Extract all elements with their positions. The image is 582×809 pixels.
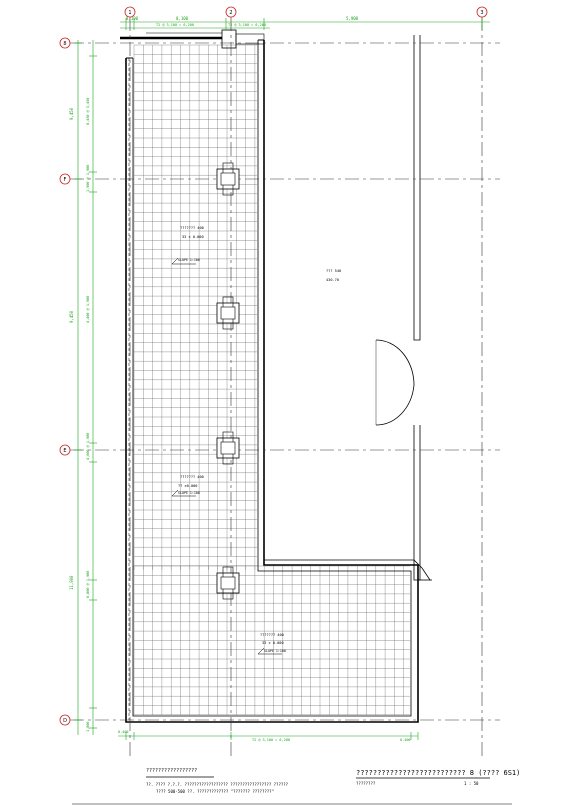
dim-top-3: 5,900 [346, 16, 359, 21]
svg-text:1: 1 [128, 10, 131, 16]
grid-bubble-top-3: 3 [476, 6, 488, 18]
svg-text:??????? 400: ??????? 400 [180, 475, 204, 479]
floor-tile-grid [133, 44, 410, 715]
grid-bubble-left-8: 8 [59, 37, 71, 49]
footer-left-title: ????????????????? [146, 768, 198, 774]
footer-left-line1: ??. ???? ?.?.?. ?????????????????? ?????… [146, 782, 289, 787]
svg-text:F: F [64, 177, 67, 183]
grid-axes [70, 17, 500, 760]
svg-text:33 ± 0.000: 33 ± 0.000 [262, 641, 284, 645]
dim-top-5: T2 @ 3,100 = 6,200 [228, 23, 266, 27]
svg-text:430.70: 430.70 [326, 278, 339, 282]
room-label-lower: ??????? 400 33 ± 0.000 SLOPE 1:100 [257, 633, 286, 655]
room-label-middle-left: ??????? 400 ?? ±0.000 SLOPE 1:100 [171, 475, 204, 497]
dim-left-3: 9,450 [69, 310, 74, 323]
svg-text:??????? 400: ??????? 400 [180, 226, 204, 230]
svg-text:??? 540: ??? 540 [326, 269, 341, 273]
svg-text:3: 3 [480, 10, 483, 16]
footer-scale: 1 : 50 [464, 781, 479, 786]
svg-text:2: 2 [229, 10, 232, 16]
grid-bubble-top-1: 1 [124, 6, 136, 18]
dim-left-6: 1,900 @ 1,900 [86, 165, 90, 192]
dim-bottom-1: T2 @ 3,100 = 6,200 [252, 738, 290, 742]
dim-left-7: 4,600 @ 1,900 [86, 433, 90, 460]
svg-text:8: 8 [63, 41, 66, 47]
svg-text:E: E [63, 448, 66, 454]
grid-bubble-left-f: F [59, 173, 71, 185]
footer-right-title: ?????????????????????????? 8 (???? 6S1) [356, 769, 521, 777]
svg-text:?? ±0.000: ?? ±0.000 [178, 484, 197, 488]
svg-text:SLOPE 1:100: SLOPE 1:100 [178, 491, 200, 495]
grid-bubble-top-2: 2 [225, 6, 237, 18]
dim-top-1: 8,100 [126, 16, 139, 21]
svg-text:SLOPE 1:100: SLOPE 1:100 [264, 649, 286, 653]
outer-walls [125, 39, 419, 723]
dim-left-4: 4,400 @ 1,900 [86, 296, 90, 323]
dim-bottom-3: 0,400 [400, 738, 411, 742]
footer-left-line2: ???? 500-500 ??. ????????????? "??????? … [156, 789, 275, 794]
svg-text:??????? 400: ??????? 400 [260, 633, 284, 637]
dim-left-2: 8,450 @ 3,450 [86, 98, 90, 125]
footer-right-sub: ???????? [356, 781, 376, 786]
dim-left-5: 11,900 [69, 575, 74, 590]
svg-text:D: D [63, 718, 67, 724]
svg-text:33 ± 0.000: 33 ± 0.000 [182, 235, 204, 239]
right-room-walls [264, 35, 432, 581]
dim-bottom-2: 0,400 [118, 730, 129, 734]
top-wall-piece [120, 29, 265, 49]
room-label-right: ??? 540 430.70 [326, 269, 341, 282]
dim-left-9: 1,800 [86, 721, 90, 732]
room-label-upper-left: ??????? 400 33 ± 0.000 SLOPE 1:100 [171, 226, 204, 265]
dim-top-4: T2 @ 3,100 = 6,200 [156, 23, 194, 27]
double-door [375, 339, 415, 426]
grid-bubble-left-d: D [59, 714, 71, 726]
dim-top-2: 8,100 [176, 16, 189, 21]
structural-columns [216, 162, 240, 600]
grid-bubble-left-e: E [59, 444, 71, 456]
svg-text:SLOPE 1:100: SLOPE 1:100 [178, 258, 200, 262]
dim-left-8: 6,000 @ 1,900 [86, 571, 90, 598]
dim-left-1: 9,450 [69, 107, 74, 120]
dimension-lines [74, 18, 490, 740]
